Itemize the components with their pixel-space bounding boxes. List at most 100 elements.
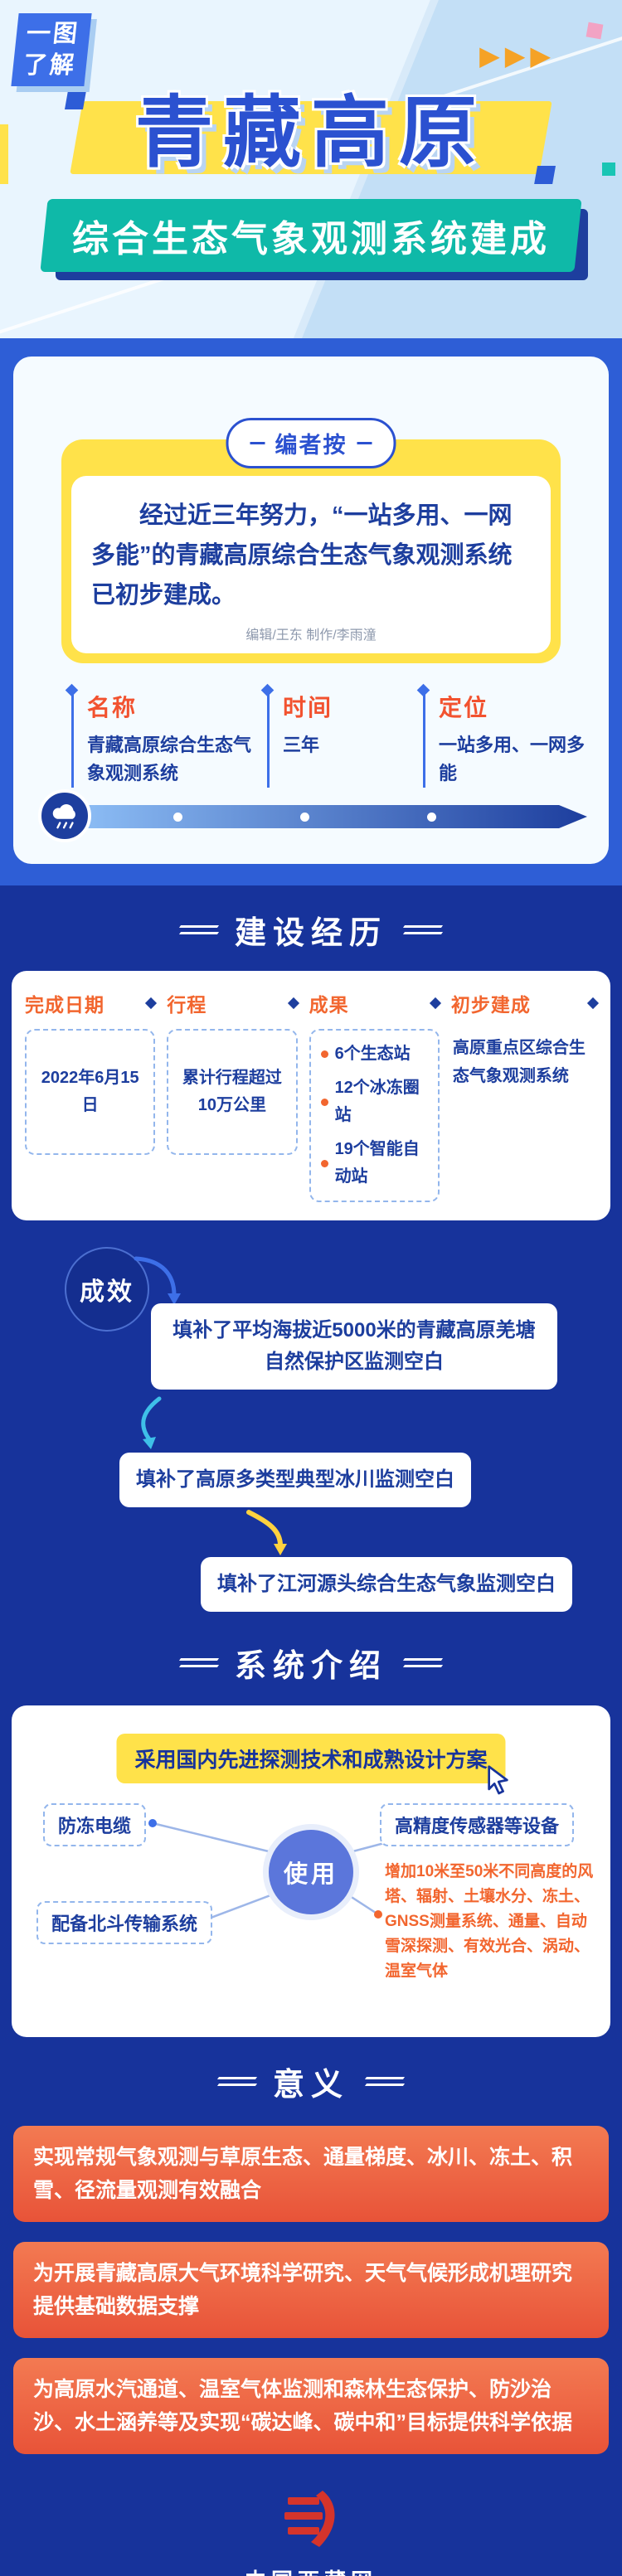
editor-note-text: 经过近三年努力，“一站多用、一网多能”的青藏高原综合生态气象观测系统已初步建成。 xyxy=(91,502,513,609)
curved-arrow-yellow-icon xyxy=(246,1510,287,1555)
list-item-text: 6个生态站 xyxy=(334,1045,411,1063)
history-card-header: 行程 xyxy=(167,989,299,1017)
decor-square-pink xyxy=(586,22,604,40)
timeline-arrow-dot xyxy=(173,813,182,822)
history-card-journey: 行程 累计行程超过10万公里 xyxy=(167,989,299,1202)
editor-note-label-text: 编者按 xyxy=(275,433,347,458)
system-node-beidou: 配备北斗传输系统 xyxy=(36,1901,213,1944)
title-decor-right xyxy=(404,925,442,934)
history-card-label: 完成日期 xyxy=(25,994,104,1016)
timeline-arrow xyxy=(35,789,587,844)
system-node-measurements: 增加10米至50米不同高度的风塔、辐射、土壤水分、冻土、GNSS测量系统、通量、… xyxy=(385,1863,594,1980)
decor-dash xyxy=(250,442,265,444)
timeline-arrow-bar xyxy=(68,805,587,828)
system-node-sensors: 高精度传感器等设备 xyxy=(379,1803,574,1846)
intro-card: 编者按 经过近三年努力，“一站多用、一网多能”的青藏高原综合生态气象观测系统已初… xyxy=(13,357,609,864)
timeline-value: 青藏高原综合生态气象观测系统 xyxy=(87,735,252,783)
effects-circle-label: 成效 xyxy=(65,1247,149,1332)
page-subtitle: 综合生态气象观测系统建成 xyxy=(72,219,550,260)
curved-arrow-teal-icon xyxy=(141,1396,162,1449)
timeline-arrow-dot xyxy=(299,813,309,822)
editor-note-credit: 编辑/王东 制作/李雨潼 xyxy=(245,628,377,643)
overview-badge-line1: 一图 xyxy=(25,21,81,47)
section-title-text: 意义 xyxy=(272,2068,349,2103)
timeline-value: 一站多用、一网多能 xyxy=(439,735,586,783)
significance-section-title: 意义 xyxy=(0,2037,622,2104)
play-arrows-icon: ▶▶▶ xyxy=(479,41,556,70)
significance-box-2: 为开展青藏高原大气环境科学研究、天气气候形成机理研究提供基础数据支撑 xyxy=(13,2242,609,2338)
cloud-rain-icon xyxy=(38,789,91,842)
history-card-label: 成果 xyxy=(309,994,349,1016)
list-item-text: 12个冰冻圈站 xyxy=(334,1079,420,1124)
list-item: 19个智能自动站 xyxy=(320,1136,431,1191)
system-panel: 采用国内先进探测技术和成熟设计方案 使用 防冻电缆 高精度传感器等设 xyxy=(12,1705,610,2037)
bullet-icon xyxy=(320,1159,328,1167)
history-panel: 完成日期 2022年6月15日 行程 累计行程超过10万公里 成果 xyxy=(12,971,610,1220)
system-highlight-banner: 采用国内先进探测技术和成熟设计方案 xyxy=(116,1734,508,1795)
diamond-icon xyxy=(145,997,158,1010)
footer: 中国西藏网 www.tibet.cn 编辑/王东 制作/李雨潼 xyxy=(0,2454,622,2576)
list-item-text: 19个智能自动站 xyxy=(334,1140,420,1186)
title-decor-left xyxy=(180,1658,218,1667)
timeline: 名称 青藏高原综合生态气象观测系统 时间 三年 定位 一站多用、一网多能 xyxy=(71,690,609,788)
history-card-date: 完成日期 2022年6月15日 xyxy=(25,989,158,1202)
editor-note-inner: 经过近三年努力，“一站多用、一网多能”的青藏高原综合生态气象观测系统已初步建成。… xyxy=(71,476,551,653)
bullet-icon xyxy=(320,1050,328,1058)
timeline-label: 名称 xyxy=(87,695,138,720)
bullet-icon xyxy=(320,1098,328,1106)
list-item: 12个冰冻圈站 xyxy=(320,1075,431,1129)
timeline-item-time: 时间 三年 xyxy=(267,690,423,788)
list-item: 6个生态站 xyxy=(320,1041,411,1068)
history-card-header: 初步建成 xyxy=(450,989,600,1017)
diamond-icon xyxy=(586,997,600,1010)
effect-box-2: 填补了高原多类型典型冰川监测空白 xyxy=(119,1453,471,1507)
editor-note-label: 编者按 xyxy=(226,418,396,468)
overview-badge: 一图 了解 xyxy=(11,13,92,86)
timeline-item-name: 名称 青藏高原综合生态气象观测系统 xyxy=(71,690,267,788)
timeline-value: 三年 xyxy=(283,735,320,755)
title-decor-left xyxy=(218,2077,256,2086)
title-block: 青藏高原 xyxy=(0,86,622,186)
timeline-label: 定位 xyxy=(439,695,489,720)
effect-box-3: 填补了江河源头综合生态气象监测空白 xyxy=(201,1557,572,1612)
system-node-frostproof-cable: 防冻电缆 xyxy=(43,1803,147,1846)
system-section-title: 系统介绍 xyxy=(0,1618,622,1686)
section-title-text: 系统介绍 xyxy=(234,1649,387,1684)
effects-flow: 成效 填补了平均海拔近5000米的青藏高原羌塘自然保护区监测空白 填补了高原多类… xyxy=(13,1227,609,1618)
header: 一图 了解 ▶▶▶ 青藏高原 综合生态气象观测系统建成 xyxy=(0,0,622,338)
decor-dash xyxy=(357,442,372,444)
decor-square-teal xyxy=(602,163,615,176)
title-decor-left xyxy=(180,925,218,934)
history-card-initial-build: 初步建成 高原重点区综合生态气象观测系统 xyxy=(450,989,600,1202)
main-dark-section: 建设经历 完成日期 2022年6月15日 行程 累计行程超过10万公里 xyxy=(0,885,622,2576)
page-title: 青藏高原 xyxy=(134,89,487,176)
diamond-icon xyxy=(287,997,299,1010)
history-card-label: 行程 xyxy=(167,994,207,1016)
system-highlight-text: 采用国内先进探测技术和成熟设计方案 xyxy=(134,1749,488,1772)
site-name: 中国西藏网 xyxy=(0,2564,622,2576)
timeline-arrow-dot xyxy=(426,813,436,822)
history-card-value: 高原重点区综合生态气象观测系统 xyxy=(452,1039,586,1085)
history-card-value: 2022年6月15日 xyxy=(25,1029,156,1155)
diamond-icon xyxy=(429,997,441,1010)
history-section-title: 建设经历 xyxy=(0,885,622,953)
subtitle-block: 综合生态气象观测系统建成 xyxy=(40,199,588,280)
title-decor-right xyxy=(404,1658,442,1667)
overview-badge-line2: 了解 xyxy=(22,52,78,79)
history-card-results: 成果 6个生态站 12个冰冻圈站 19个智能自动站 xyxy=(309,989,441,1202)
system-center-circle: 使用 xyxy=(269,1830,353,1914)
history-card-header: 完成日期 xyxy=(25,989,158,1017)
history-card-list: 6个生态站 12个冰冻圈站 19个智能自动站 xyxy=(309,1029,440,1202)
china-tibet-net-logo xyxy=(276,2491,346,2557)
effect-box-1: 填补了平均海拔近5000米的青藏高原羌塘自然保护区监测空白 xyxy=(151,1303,557,1390)
cursor-click-icon xyxy=(484,1764,513,1802)
editor-note-box: 编者按 经过近三年努力，“一站多用、一网多能”的青藏高原综合生态气象观测系统已初… xyxy=(61,418,561,663)
history-card-label: 初步建成 xyxy=(450,994,531,1016)
significance-box-3: 为高原水汽通道、温室气体监测和森林生态保护、防沙治沙、水土涵养等及实现“碳达峰、… xyxy=(13,2358,609,2454)
timeline-label: 时间 xyxy=(283,695,333,720)
section-title-text: 建设经历 xyxy=(234,916,387,951)
curved-arrow-blue-icon xyxy=(134,1256,181,1305)
significance-box-1: 实现常规气象观测与草原生态、通量梯度、冰川、冻土、积雪、径流量观测有效融合 xyxy=(13,2126,609,2222)
history-card-header: 成果 xyxy=(309,989,441,1017)
